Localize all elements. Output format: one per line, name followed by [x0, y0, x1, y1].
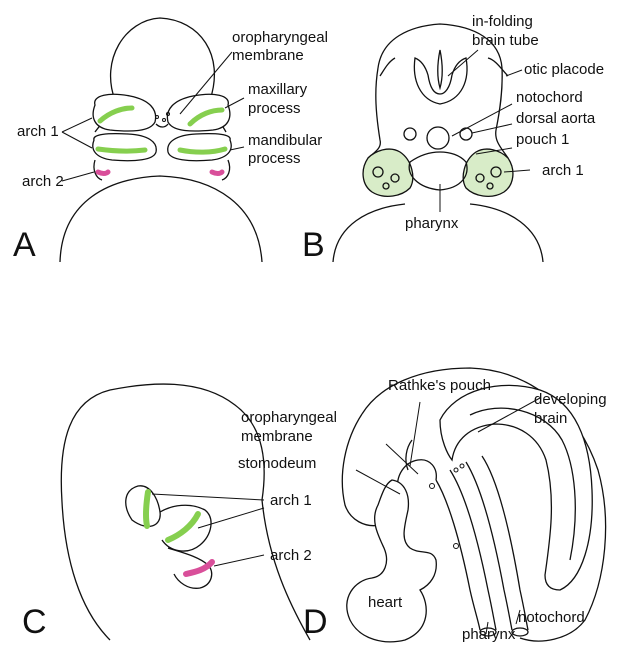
label-brain: brain	[534, 410, 567, 427]
panel-c-letter: C	[22, 603, 47, 641]
label-notochord: notochord	[516, 89, 583, 106]
label-developing: developing	[534, 391, 607, 408]
panel-a-letter: A	[13, 226, 36, 264]
label-pharynx: pharynx	[405, 215, 459, 232]
label-mandibular: mandibular	[248, 132, 322, 149]
label-oropharyngeal: oropharyngeal	[241, 409, 337, 426]
label-otic-placode: otic placode	[524, 61, 604, 78]
label-maxillary-process: process	[248, 100, 301, 117]
label-brain-tube: brain tube	[472, 32, 539, 49]
label-membrane: membrane	[232, 47, 304, 64]
panel-a: A oropharyngeal membrane maxillary proce…	[13, 18, 328, 264]
label-mandibular-process: process	[248, 150, 301, 167]
label-membrane: membrane	[241, 428, 313, 445]
panel-d-letter: D	[303, 603, 328, 641]
label-heart: heart	[368, 594, 403, 611]
label-arch-1: arch 1	[270, 492, 312, 509]
label-dorsal-aorta: dorsal aorta	[516, 110, 596, 127]
label-notochord: notochord	[518, 609, 585, 626]
label-pharynx: pharynx	[462, 626, 516, 643]
label-pouch-1: pouch 1	[516, 131, 569, 148]
label-oropharyngeal: oropharyngeal	[232, 29, 328, 46]
panel-b: B in-folding brain tube otic placode not…	[302, 13, 604, 264]
label-arch-1: arch 1	[17, 123, 59, 140]
label-arch-1: arch 1	[542, 162, 584, 179]
label-rathkes-pouch: Rathke's pouch	[388, 377, 491, 394]
label-stomodeum: stomodeum	[238, 455, 316, 472]
label-in-folding: in-folding	[472, 13, 533, 30]
label-arch-2: arch 2	[270, 547, 312, 564]
label-arch-2: arch 2	[22, 173, 64, 190]
label-maxillary: maxillary	[248, 81, 308, 98]
panel-b-letter: B	[302, 226, 325, 264]
